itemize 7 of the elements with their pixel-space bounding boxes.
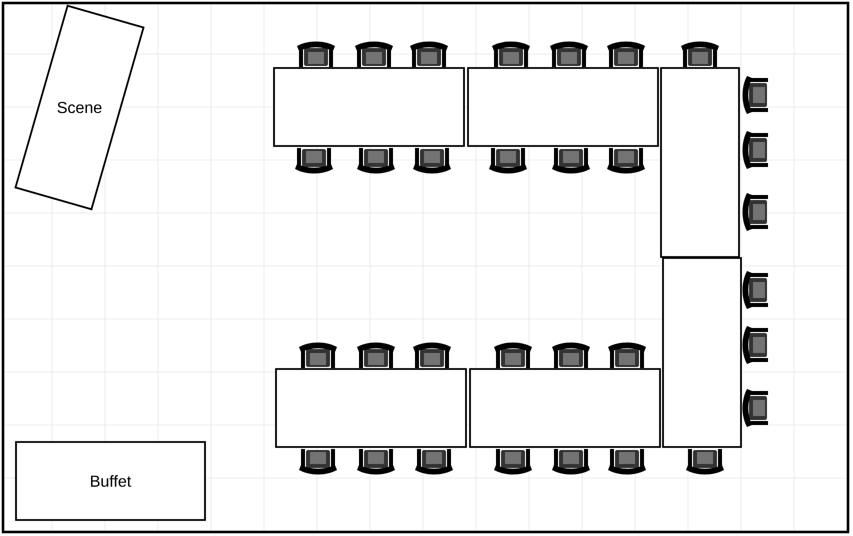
table-box: [273, 67, 465, 147]
table-box: [275, 368, 467, 448]
buffet-box: Buffet: [15, 441, 206, 521]
table-box: [662, 257, 742, 448]
table-box: [469, 368, 661, 448]
table-box: [660, 67, 740, 258]
table-box: [467, 67, 659, 147]
